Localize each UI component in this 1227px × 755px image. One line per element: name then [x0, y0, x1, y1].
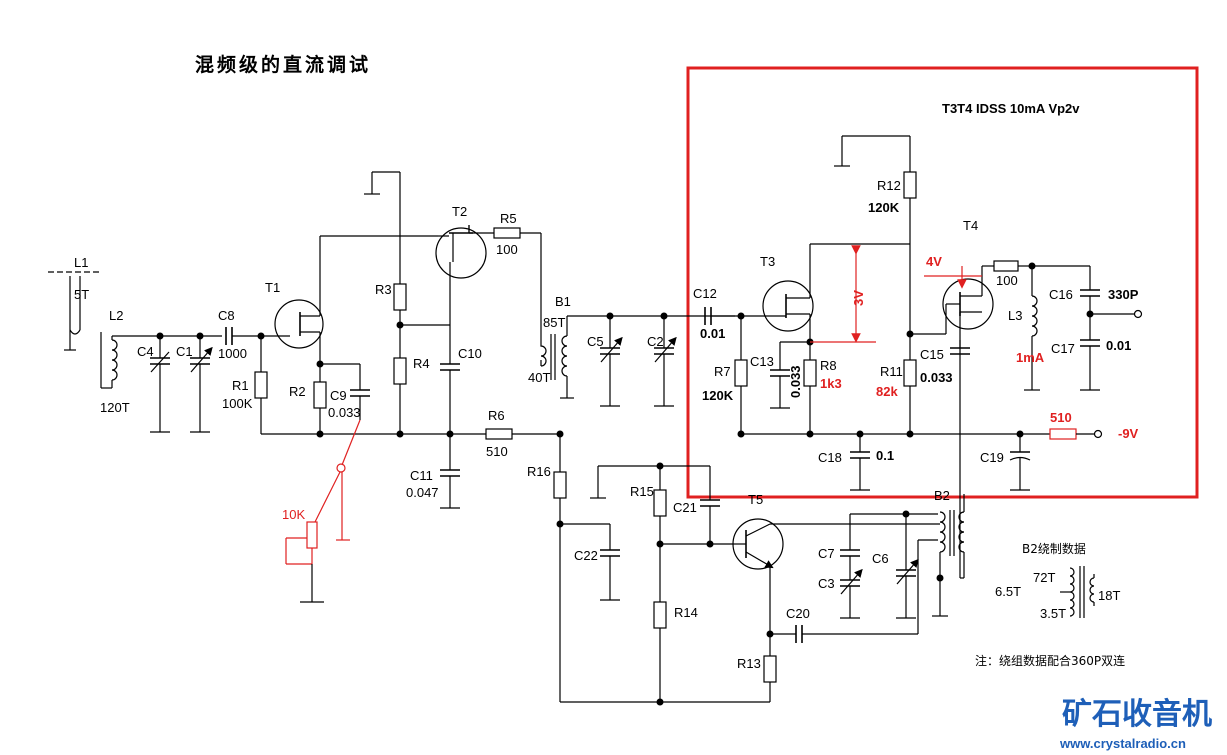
c15-value: 0.033 [920, 370, 953, 385]
l2-label: L2 [109, 308, 123, 323]
c7-label: C7 [818, 546, 835, 561]
r-supply-value: 510 [1050, 410, 1072, 425]
l3-label: L3 [1008, 308, 1022, 323]
c16-value: 330P [1108, 287, 1139, 302]
c13-value: 0.033 [788, 365, 803, 398]
watermark-logo: 矿石收音机 [1062, 697, 1212, 732]
r2-label: R2 [289, 384, 306, 399]
t1-label: T1 [265, 280, 280, 295]
c5-label: C5 [587, 334, 604, 349]
r7-value: 120K [702, 388, 734, 403]
c20-label: C20 [786, 606, 810, 621]
supply-voltage: -9V [1118, 426, 1139, 441]
b2-72t: 72T [1033, 570, 1055, 585]
b1-secondary-turns: 40T [528, 370, 550, 385]
output-terminal [1133, 309, 1143, 319]
l3-current: 1mA [1016, 350, 1045, 365]
c17-label: C17 [1051, 341, 1075, 356]
r3-label: R3 [375, 282, 392, 297]
r6-label: R6 [488, 408, 505, 423]
page-title: 混频级的直流调试 [195, 53, 371, 76]
c9-label: C9 [330, 388, 347, 403]
c18-label: C18 [818, 450, 842, 465]
c19-label: C19 [980, 450, 1004, 465]
r4-label: R4 [413, 356, 430, 371]
highlight-box [686, 66, 1199, 499]
t3-label: T3 [760, 254, 775, 269]
c16-label: C16 [1049, 287, 1073, 302]
r13-label: R13 [737, 656, 761, 671]
r15-label: R15 [630, 484, 654, 499]
c12-value: 0.01 [700, 326, 725, 341]
b2-35t: 3.5T [1040, 606, 1066, 621]
c13-label: C13 [750, 354, 774, 369]
c11-label: C11 [410, 468, 433, 483]
r5-value: 100 [496, 242, 518, 257]
b1-label: B1 [555, 294, 571, 309]
c10-label: C10 [458, 346, 482, 361]
r1-value: 100K [222, 396, 253, 411]
transistor-t5 [732, 518, 784, 570]
pot-label: 10K [282, 507, 305, 522]
transistor-t1 [274, 299, 324, 349]
b2-label: B2 [934, 488, 950, 503]
jfet-spec: T3T4 IDSS 10mA Vp2v [942, 101, 1080, 116]
c1-label: C1 [176, 344, 193, 359]
r16-label: R16 [527, 464, 551, 479]
transistor-t3 [762, 280, 814, 332]
r-t4-value: 100 [996, 273, 1018, 288]
r11-value: 82k [876, 384, 898, 399]
pot-10k [285, 419, 361, 603]
r6-value: 510 [486, 444, 508, 459]
r8-value: 1k3 [820, 376, 842, 391]
coil-l2 [100, 332, 157, 389]
r8-label: R8 [820, 358, 837, 373]
b1-primary-turns: 85T [543, 315, 565, 330]
c8-label: C8 [218, 308, 235, 323]
r1-label: R1 [232, 378, 249, 393]
t4-label: T4 [963, 218, 978, 233]
c8-value: 1000 [218, 346, 247, 361]
supply-terminal [1093, 429, 1103, 439]
r12-label: R12 [877, 178, 901, 193]
t5-label: T5 [748, 492, 763, 507]
c2-label: C2 [647, 334, 664, 349]
c22-label: C22 [574, 548, 598, 563]
l2-turns: 120T [100, 400, 130, 415]
c18-value: 0.1 [876, 448, 894, 463]
c4-label: C4 [137, 344, 154, 359]
transformer-b2 [932, 494, 965, 617]
c15-label: C15 [920, 347, 944, 362]
l1-label: L1 [74, 255, 88, 270]
t2-label: T2 [452, 204, 467, 219]
v-drain-label: 3V [851, 290, 866, 306]
c9-value: 0.033 [328, 405, 361, 420]
winding-note: 注：绕组数据配合360P双连 [975, 653, 1125, 668]
r14-label: R14 [674, 605, 698, 620]
transformer-b1 [540, 316, 574, 399]
b2-65t: 6.5T [995, 584, 1021, 599]
c3-label: C3 [818, 576, 835, 591]
v-t4-label: 4V [926, 254, 942, 269]
antenna-coil-l1 [48, 271, 102, 351]
b2-title: B2绕制数据 [1022, 541, 1086, 556]
watermark-url: www.crystalradio.cn [1059, 736, 1186, 751]
r7-label: R7 [714, 364, 731, 379]
c17-value: 0.01 [1106, 338, 1131, 353]
c12-label: C12 [693, 286, 717, 301]
c11-value: 0.047 [406, 485, 439, 500]
l1-turns: 5T [74, 287, 89, 302]
r5-label: R5 [500, 211, 517, 226]
r11-label: R11 [880, 364, 903, 379]
r12-value: 120K [868, 200, 900, 215]
b2-18t: 18T [1098, 588, 1120, 603]
c21-label: C21 [673, 500, 697, 515]
c6-label: C6 [872, 551, 889, 566]
b2-winding-diagram [1060, 566, 1095, 618]
